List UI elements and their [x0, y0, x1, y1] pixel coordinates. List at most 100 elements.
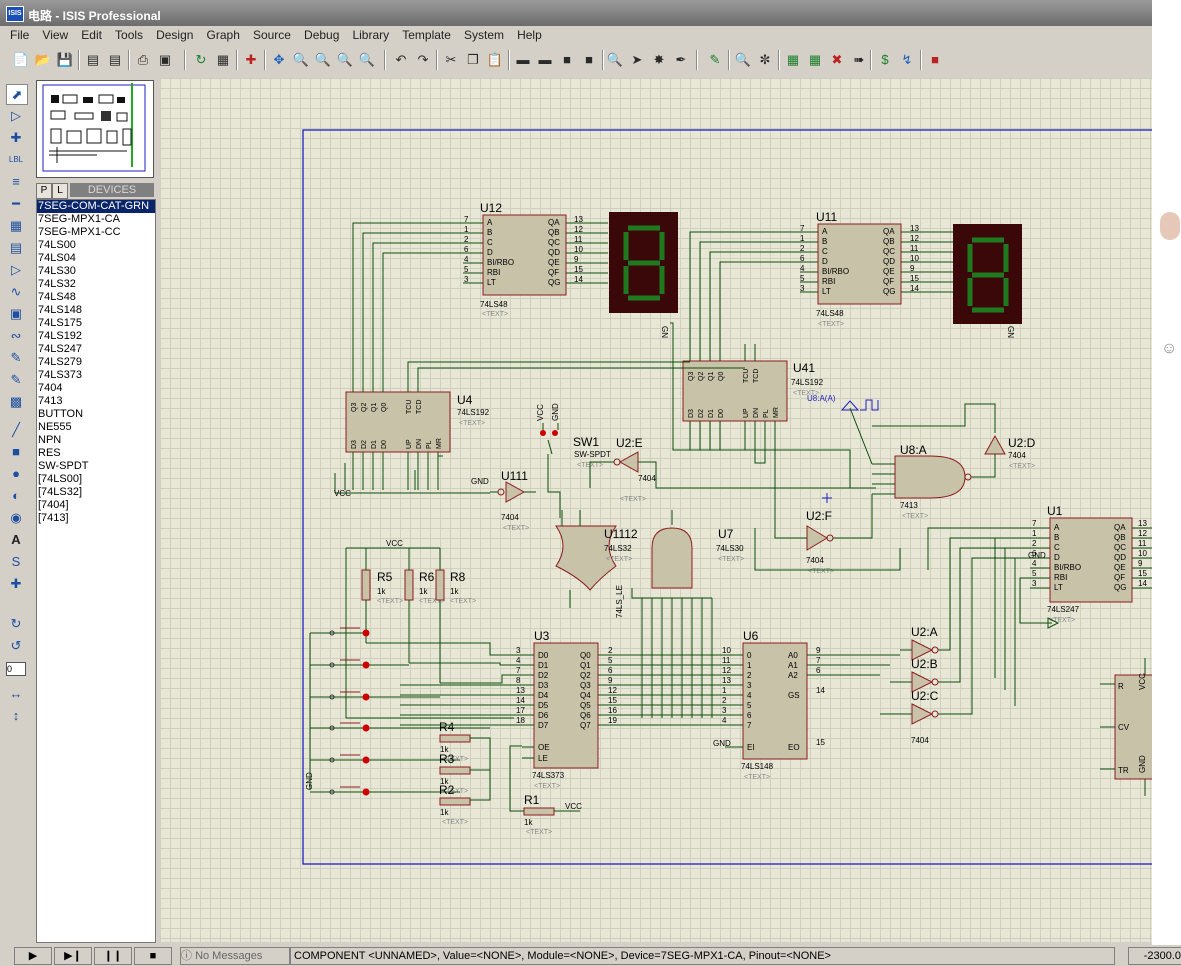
virtual-instruments-icon[interactable]: ▩ — [9, 394, 23, 409]
r2-resistor[interactable]: R2 1k <TEXT> — [439, 783, 471, 826]
u41-counter[interactable]: U41 74LS192 <TEXT> Q3 Q2 Q1 Q0 TCU TCD D… — [682, 344, 824, 450]
menu-library[interactable]: Library — [352, 28, 390, 42]
u1112-or-gate[interactable]: U1112 74LS32 <TEXT> 74LS_LE — [555, 510, 638, 618]
current-probe-icon[interactable]: ✎ — [10, 372, 22, 387]
menu-system[interactable]: System — [463, 28, 504, 42]
device-item[interactable]: 7SEG-MPX1-CA — [38, 213, 120, 225]
menu-debug[interactable]: Debug — [304, 28, 340, 42]
generator-icon[interactable]: ∾ — [10, 328, 22, 343]
buses-icon[interactable]: ━ — [12, 196, 20, 211]
device-item[interactable]: 74LS30 — [38, 265, 76, 277]
save-icon[interactable]: 💾 — [56, 52, 74, 67]
pick-device-icon[interactable]: 🔍 — [606, 52, 624, 67]
graph-icon[interactable]: ∿ — [10, 284, 22, 299]
mirror-horizontal-icon[interactable]: ↔ — [9, 686, 23, 701]
device-item[interactable]: 74LS247 — [38, 343, 83, 355]
print-icon[interactable]: ⎙ — [137, 52, 149, 67]
circle-icon[interactable]: ● — [12, 466, 20, 481]
menu-graph[interactable]: Graph — [206, 28, 240, 42]
zoom-in-icon[interactable]: 🔍 — [292, 52, 310, 67]
r1-resistor[interactable]: R1 1k <TEXT> — [523, 793, 555, 836]
copy-icon[interactable]: ❐ — [467, 52, 479, 67]
u8a-nand-gate[interactable]: U8:A 7413 <TEXT> — [872, 443, 975, 520]
redo-icon[interactable]: ↷ — [417, 52, 429, 67]
grid-icon[interactable]: ▦ — [216, 52, 230, 67]
decompose-icon[interactable]: ✒ — [675, 52, 687, 67]
wire-autorouter-icon[interactable]: ✎ — [709, 52, 721, 67]
overview-window[interactable] — [36, 80, 154, 178]
zoom-out-icon[interactable]: 🔍 — [314, 52, 332, 67]
library-manager-button[interactable]: L — [52, 183, 68, 199]
device-item[interactable]: RES — [38, 447, 61, 459]
r6-resistor[interactable]: R6 1k <TEXT> — [404, 569, 445, 605]
u2d-inverter[interactable]: U2:D 7404 <TEXT> — [872, 403, 1036, 478]
device-item[interactable]: NPN — [38, 434, 62, 446]
exit-sheet-icon[interactable]: ➠ — [853, 52, 865, 67]
property-tool-icon[interactable]: ✼ — [759, 52, 771, 67]
block-move-icon[interactable]: ▬ — [538, 52, 552, 67]
u2f-inverter[interactable]: U2:F 7404 <TEXT> — [754, 450, 901, 575]
u2e-inverter[interactable]: U2:E 7404 <TEXT> — [589, 436, 876, 503]
stop-button[interactable]: ■ — [134, 947, 172, 965]
menu-design[interactable]: Design — [156, 28, 194, 42]
device-item[interactable]: 74LS192 — [38, 330, 83, 342]
emoji-icon[interactable]: ☺ — [1161, 340, 1178, 357]
device-item[interactable]: [7404] — [38, 499, 69, 511]
path-icon[interactable]: ◉ — [10, 510, 22, 525]
block-delete-icon[interactable]: ■ — [585, 52, 593, 67]
paste-icon[interactable]: 📋 — [486, 52, 504, 67]
u111-inverter[interactable]: U111 7404 <TEXT> — [490, 469, 536, 532]
pause-button[interactable]: ❙❙ — [94, 947, 132, 965]
electrical-check-icon[interactable]: ↯ — [901, 52, 913, 67]
zoom-area-icon[interactable]: 🔍 — [358, 52, 376, 67]
import-icon[interactable]: ▤ — [86, 52, 100, 67]
device-item[interactable]: BUTTON — [38, 408, 84, 420]
subcircuit-icon[interactable]: ▦ — [9, 218, 23, 233]
device-item[interactable]: 7413 — [38, 395, 63, 407]
terminals-icon[interactable]: ▤ — [9, 240, 23, 255]
device-list[interactable]: 7SEG-COM-CAT-GRN 7SEG-MPX1-CA 7SEG-MPX1-… — [36, 199, 156, 943]
rotate-clockwise-icon[interactable]: ↻ — [10, 616, 22, 631]
r4-resistor[interactable]: R4 1k <TEXT> — [439, 720, 471, 763]
device-item[interactable]: 74LS00 — [38, 239, 76, 251]
menu-tools[interactable]: Tools — [115, 28, 144, 42]
block-copy-icon[interactable]: ▬ — [516, 52, 530, 67]
clock-generator[interactable]: U8:A(A) — [807, 394, 879, 465]
u2b-inverter[interactable]: U2:B — [890, 547, 1030, 693]
print-area-icon[interactable]: ▣ — [158, 52, 172, 67]
device-item[interactable]: SW-SPDT — [38, 460, 89, 472]
device-item[interactable]: 7404 — [38, 382, 63, 394]
device-item[interactable]: 74LS279 — [38, 356, 83, 368]
open-folder-icon[interactable]: 📂 — [34, 52, 52, 67]
u2c-inverter[interactable]: U2:C 7404 — [880, 557, 1030, 745]
remove-sheet-icon[interactable]: ✖ — [831, 52, 843, 67]
play-button[interactable]: ▶ — [14, 947, 52, 965]
cut-icon[interactable]: ✂ — [445, 52, 457, 67]
new-sheet-icon[interactable]: ▦ — [786, 52, 800, 67]
marker-icon[interactable]: ✚ — [10, 576, 22, 591]
menu-file[interactable]: File — [10, 28, 30, 42]
device-pins-icon[interactable]: ▷ — [11, 262, 21, 277]
device-item[interactable]: NE555 — [38, 421, 72, 433]
device-item[interactable]: [74LS32] — [38, 486, 83, 498]
device-item[interactable]: 74LS175 — [38, 317, 83, 329]
mirror-vertical-icon[interactable]: ↕ — [12, 708, 20, 723]
rotate-anticlockwise-icon[interactable]: ↺ — [10, 638, 22, 653]
text-script-icon[interactable]: ≡ — [12, 174, 20, 189]
seven-segment-display-2[interactable]: GN — [953, 224, 1022, 338]
pan-icon[interactable]: ✥ — [273, 52, 285, 67]
menu-template[interactable]: Template — [402, 28, 451, 42]
zoom-all-icon[interactable]: 🔍 — [336, 52, 354, 67]
r5-resistor[interactable]: R5 1k <TEXT> — [361, 569, 403, 605]
device-item[interactable]: 74LS32 — [38, 278, 76, 290]
device-item[interactable]: 74LS148 — [38, 304, 83, 316]
component-mode-icon[interactable]: ▷ — [11, 108, 21, 123]
symbol-icon[interactable]: S — [11, 554, 21, 569]
ares-netlist-icon[interactable]: ■ — [931, 52, 939, 67]
device-item[interactable]: [7413] — [38, 512, 69, 524]
u7-nand-gate[interactable]: U7 74LS30 <TEXT> — [631, 510, 744, 718]
device-item[interactable]: 74LS04 — [38, 252, 76, 264]
device-item[interactable]: 7SEG-COM-CAT-GRN — [37, 200, 155, 213]
